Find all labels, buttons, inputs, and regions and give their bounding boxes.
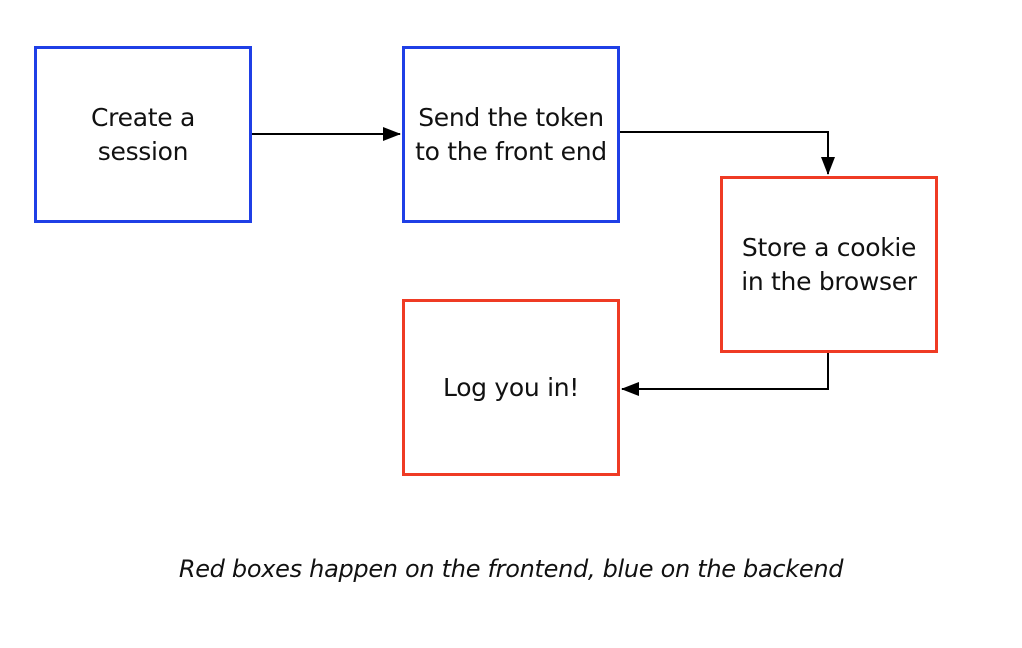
create-session-box: Create a session bbox=[34, 46, 252, 223]
create-session-label: Create a session bbox=[91, 102, 195, 166]
diagram-caption: Red boxes happen on the frontend, blue o… bbox=[178, 555, 844, 583]
arrow-send-to-store bbox=[620, 131, 835, 175]
send-token-label: Send the token to the front end bbox=[415, 102, 607, 166]
arrow-store-to-login bbox=[621, 353, 829, 396]
store-cookie-box: Store a cookie in the browser bbox=[720, 176, 938, 353]
send-token-box: Send the token to the front end bbox=[402, 46, 620, 223]
store-cookie-label: Store a cookie in the browser bbox=[741, 232, 917, 296]
log-in-box: Log you in! bbox=[402, 299, 620, 476]
log-in-label: Log you in! bbox=[443, 372, 579, 402]
